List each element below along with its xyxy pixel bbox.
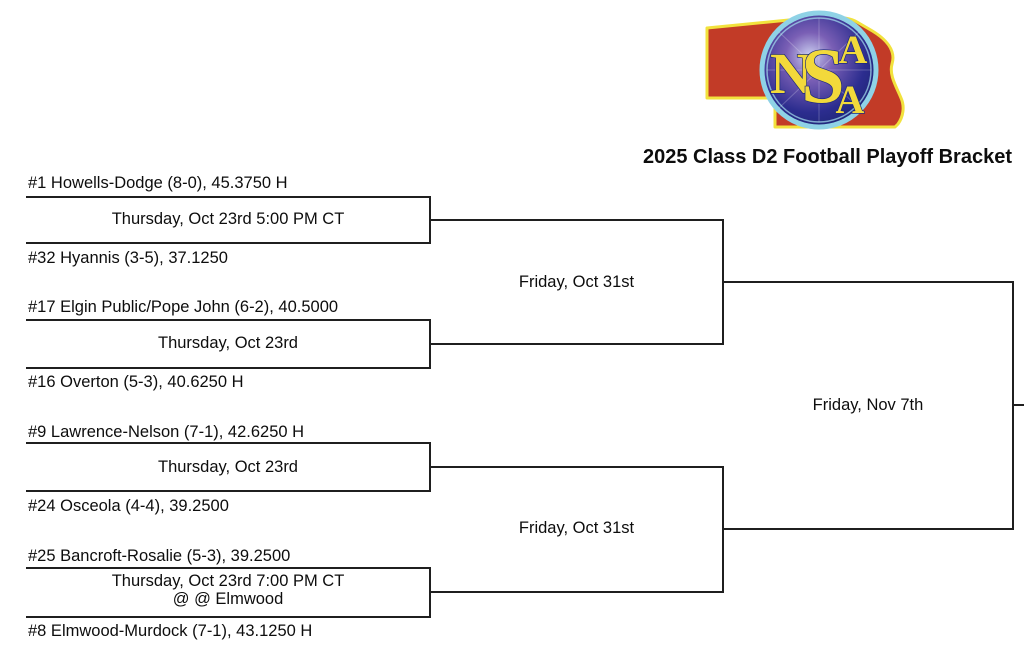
team-seed8-elmwood-murdock: #8 Elmwood-Murdock (7-1), 43.1250 H xyxy=(28,622,313,640)
team-seed25-bancroft-rosalie: #25 Bancroft-Rosalie (5-3), 39.2500 xyxy=(28,547,291,565)
team-seed1-howells-dodge: #1 Howells-Dodge (8-0), 45.3750 H xyxy=(28,174,288,192)
round2-top-date-label: Friday, Oct 31st xyxy=(518,273,635,291)
team-seed16-overton: #16 Overton (5-3), 40.6250 H xyxy=(28,373,244,391)
team-seed17-elgin-public-pope-john: #17 Elgin Public/Pope John (6-2), 40.500… xyxy=(28,298,339,316)
nsaa-orb-inner-ring xyxy=(766,17,872,123)
logo-letter-s: S xyxy=(801,32,844,119)
game4-info-line2: @ @ Elmwood xyxy=(172,590,284,608)
game2-info: Thursday, Oct 23rd xyxy=(157,334,298,352)
team-seed9-lawrence-nelson: #9 Lawrence-Nelson (7-1), 42.6250 H xyxy=(28,423,305,441)
orb-starburst xyxy=(767,18,871,122)
team-seed24-osceola: #24 Osceola (4-4), 39.2500 xyxy=(28,497,229,515)
page-title: 2025 Class D2 Football Playoff Bracket xyxy=(642,146,1012,168)
game3-info: Thursday, Oct 23rd xyxy=(157,458,298,476)
nsaa-logo: N S A A xyxy=(699,6,931,136)
logo-letter-n: N xyxy=(770,41,812,106)
game1-info: Thursday, Oct 23rd 5:00 PM CT xyxy=(111,210,345,228)
round2-bottom-date-label: Friday, Oct 31st xyxy=(518,519,635,537)
team-seed32-hyannis: #32 Hyannis (3-5), 37.1250 xyxy=(28,249,228,267)
round3-date-label: Friday, Nov 7th xyxy=(812,396,924,414)
nsaa-orb-circle xyxy=(759,10,879,130)
game4-info-line1: Thursday, Oct 23rd 7:00 PM CT xyxy=(111,572,345,590)
logo-letter-a1: A xyxy=(839,27,868,72)
logo-letter-a2: A xyxy=(836,77,865,122)
